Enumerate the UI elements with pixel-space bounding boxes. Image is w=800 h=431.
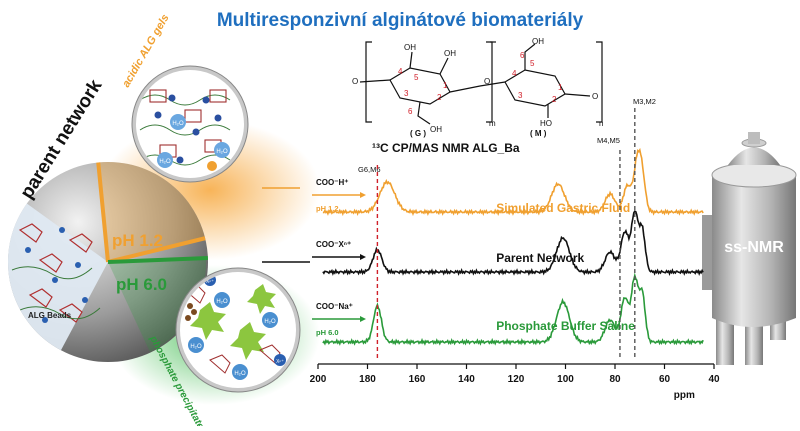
carbon-number: 3 <box>404 89 409 98</box>
peak-label-m3m2: M3,M2 <box>633 97 656 106</box>
carbon-numbers: 1 2 3 4 5 6 1 2 3 4 5 6 <box>398 51 563 116</box>
h2o-label: H₂O <box>172 121 184 127</box>
counterion-label: COO⁻H⁺ <box>316 178 348 187</box>
structure-labels: O OH OH OH O OH HO O ( G ) ( M ) m n <box>352 37 603 138</box>
h2o-label: H₂O <box>234 371 246 377</box>
subscript-m: m <box>489 119 496 128</box>
carbon-number: 5 <box>414 73 419 82</box>
ss-nmr-label: ss-NMR <box>724 239 784 256</box>
x-tick-label: 160 <box>409 374 426 385</box>
spectrum-name: Parent Network <box>496 251 584 265</box>
x-tick-label: 60 <box>659 374 671 385</box>
spectrum-name: Simulated Gastric Fluid <box>496 201 630 215</box>
carbon-number: 2 <box>437 93 442 102</box>
carbon-number: 4 <box>512 69 517 78</box>
nmr-title: ¹³C CP/MAS NMR ALG_Ba <box>372 141 520 155</box>
peak-label-g6m6: G6,M6 <box>358 165 381 174</box>
spectrum-line <box>322 210 704 277</box>
oh-label: OH <box>444 49 456 58</box>
arrow-head <box>360 316 366 322</box>
x-tick-label: 120 <box>508 374 525 385</box>
arrow-head <box>360 192 366 198</box>
x-tick-label: 40 <box>708 374 720 385</box>
oxygen-label: O <box>352 77 358 86</box>
x-tick-label: 180 <box>359 374 376 385</box>
h2o-label: H₂O <box>190 344 202 350</box>
spectrum-line <box>322 147 704 217</box>
m-unit-label: ( M ) <box>530 129 547 138</box>
h2o-label: H₂O <box>216 299 228 305</box>
oh-label: OH <box>430 125 442 134</box>
x-tick-label: 100 <box>557 374 574 385</box>
subscript-n: n <box>599 119 603 128</box>
page-title: Multiresponzivní alginátové biomateriály <box>217 10 584 31</box>
spectrum-name: Phosphate Buffer Saline <box>496 319 635 333</box>
spectrum-phosphate-buffer-saline: COO⁻Na⁺ pH 6.0 Phosphate Buffer Saline <box>312 272 704 346</box>
carbon-number: 5 <box>530 59 535 68</box>
acidic-gel-zoom: H₂O H₂O H₂O acidic ALG gels <box>120 12 249 183</box>
ss-nmr-instrument: ss-NMR <box>702 132 797 365</box>
spectrum-parent-network: COO⁻Xⁿ⁺ Parent Network <box>312 210 704 277</box>
ion-label: Xⁿ⁺ <box>206 279 214 285</box>
spectrum-line <box>322 272 704 346</box>
ph-label: pH 6.0 <box>316 328 339 337</box>
carbon-number: 3 <box>518 91 523 100</box>
alginate-structure <box>359 41 603 125</box>
ph-label: pH 1.2 <box>316 204 339 213</box>
oh-label: OH <box>532 37 544 46</box>
x-tick-label: 140 <box>458 374 475 385</box>
ph-acid-label: pH 1.2 <box>112 231 163 250</box>
h2o-label: H₂O <box>159 159 171 165</box>
g-unit-label: ( G ) <box>410 129 426 138</box>
carbon-number: 2 <box>552 95 557 104</box>
carbon-number: 1 <box>443 81 448 90</box>
oh-label: OH <box>404 43 416 52</box>
carbon-number: 6 <box>520 51 525 60</box>
oxygen-label: O <box>592 92 598 101</box>
carbon-number: 4 <box>398 67 403 76</box>
h2o-label: H₂O <box>216 149 228 155</box>
ph-neutral-label: pH 6.0 <box>116 275 167 294</box>
carbon-number: 6 <box>408 107 413 116</box>
alg-beads-label: ALG Beads <box>28 311 72 320</box>
peak-label-m4m5: M4,M5 <box>597 136 620 145</box>
x-axis-unit: ppm <box>674 390 695 401</box>
x-tick-label: 200 <box>310 374 327 385</box>
ion-label: Xⁿ⁺ <box>276 359 284 365</box>
counterion-label: COO⁻Xⁿ⁺ <box>316 240 351 249</box>
h2o-label: H₂O <box>264 319 276 325</box>
spectrum-simulated-gastric-fluid: COO⁻H⁺ pH 1.2 Simulated Gastric Fluid <box>312 147 704 217</box>
carbon-number: 1 <box>558 83 563 92</box>
nmr-chart: ¹³C CP/MAS NMR ALG_Ba G6,M6 M4,M5 M3,M2 … <box>262 97 720 401</box>
arrow-head <box>360 254 366 260</box>
counterion-label: COO⁻Na⁺ <box>316 302 353 311</box>
oxygen-label: O <box>484 77 490 86</box>
x-tick-label: 80 <box>609 374 621 385</box>
ho-label: HO <box>540 119 552 128</box>
